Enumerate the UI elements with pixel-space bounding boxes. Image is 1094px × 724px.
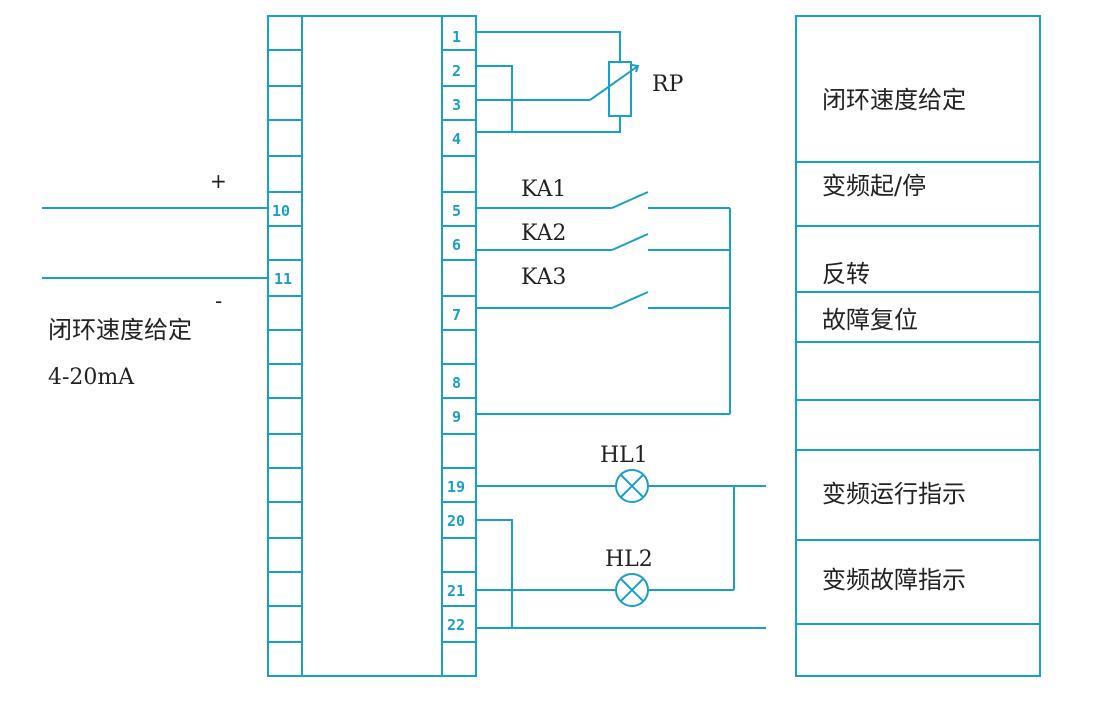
relay-contacts xyxy=(476,191,731,415)
hl2-label: HL2 xyxy=(605,547,653,572)
terminal-21-label: 21 xyxy=(447,582,465,600)
terminal-4-label: 4 xyxy=(452,130,461,148)
function-start-stop: 变频起/停 xyxy=(822,172,926,200)
terminal-3-label: 3 xyxy=(452,96,461,114)
plus-sign: + xyxy=(210,169,227,193)
ka2-label: KA2 xyxy=(521,221,566,246)
terminal-8-label: 8 xyxy=(452,374,461,392)
terminal-22-label: 22 xyxy=(447,616,465,634)
terminal-6-label: 6 xyxy=(452,236,461,254)
analog-input-wires xyxy=(42,207,268,279)
terminal-7-label: 7 xyxy=(452,306,461,324)
terminal-10-label: 10 xyxy=(272,202,290,220)
function-fault-indicator: 变频故障指示 xyxy=(822,566,966,594)
rp-label: RP xyxy=(652,72,684,97)
terminal-5-label: 5 xyxy=(452,202,461,220)
terminal-20-label: 20 xyxy=(447,512,465,530)
minus-sign: - xyxy=(215,289,222,313)
terminal-19-label: 19 xyxy=(447,478,465,496)
terminal-block xyxy=(267,15,477,677)
function-table xyxy=(795,15,1041,677)
left-cell-dividers xyxy=(268,49,302,643)
terminal-2-label: 2 xyxy=(452,62,461,80)
function-reverse: 反转 xyxy=(822,260,870,288)
terminal-1-label: 1 xyxy=(452,28,461,46)
right-cell-dividers xyxy=(442,49,476,643)
terminal-11-label: 11 xyxy=(274,270,292,288)
ka1-label: KA1 xyxy=(521,177,566,202)
input-signal-label: 闭环速度给定 xyxy=(48,316,192,344)
function-run-indicator: 变频运行指示 xyxy=(822,480,966,508)
ka3-label: KA3 xyxy=(521,265,566,290)
function-closed-loop-speed: 闭环速度给定 xyxy=(822,86,966,114)
hl1-label: HL1 xyxy=(600,443,648,468)
function-fault-reset: 故障复位 xyxy=(822,306,918,334)
input-range-label: 4-20mA xyxy=(48,365,135,390)
terminal-9-label: 9 xyxy=(452,408,461,426)
indicator-lamps xyxy=(476,469,766,629)
potentiometer-rp xyxy=(476,31,640,133)
